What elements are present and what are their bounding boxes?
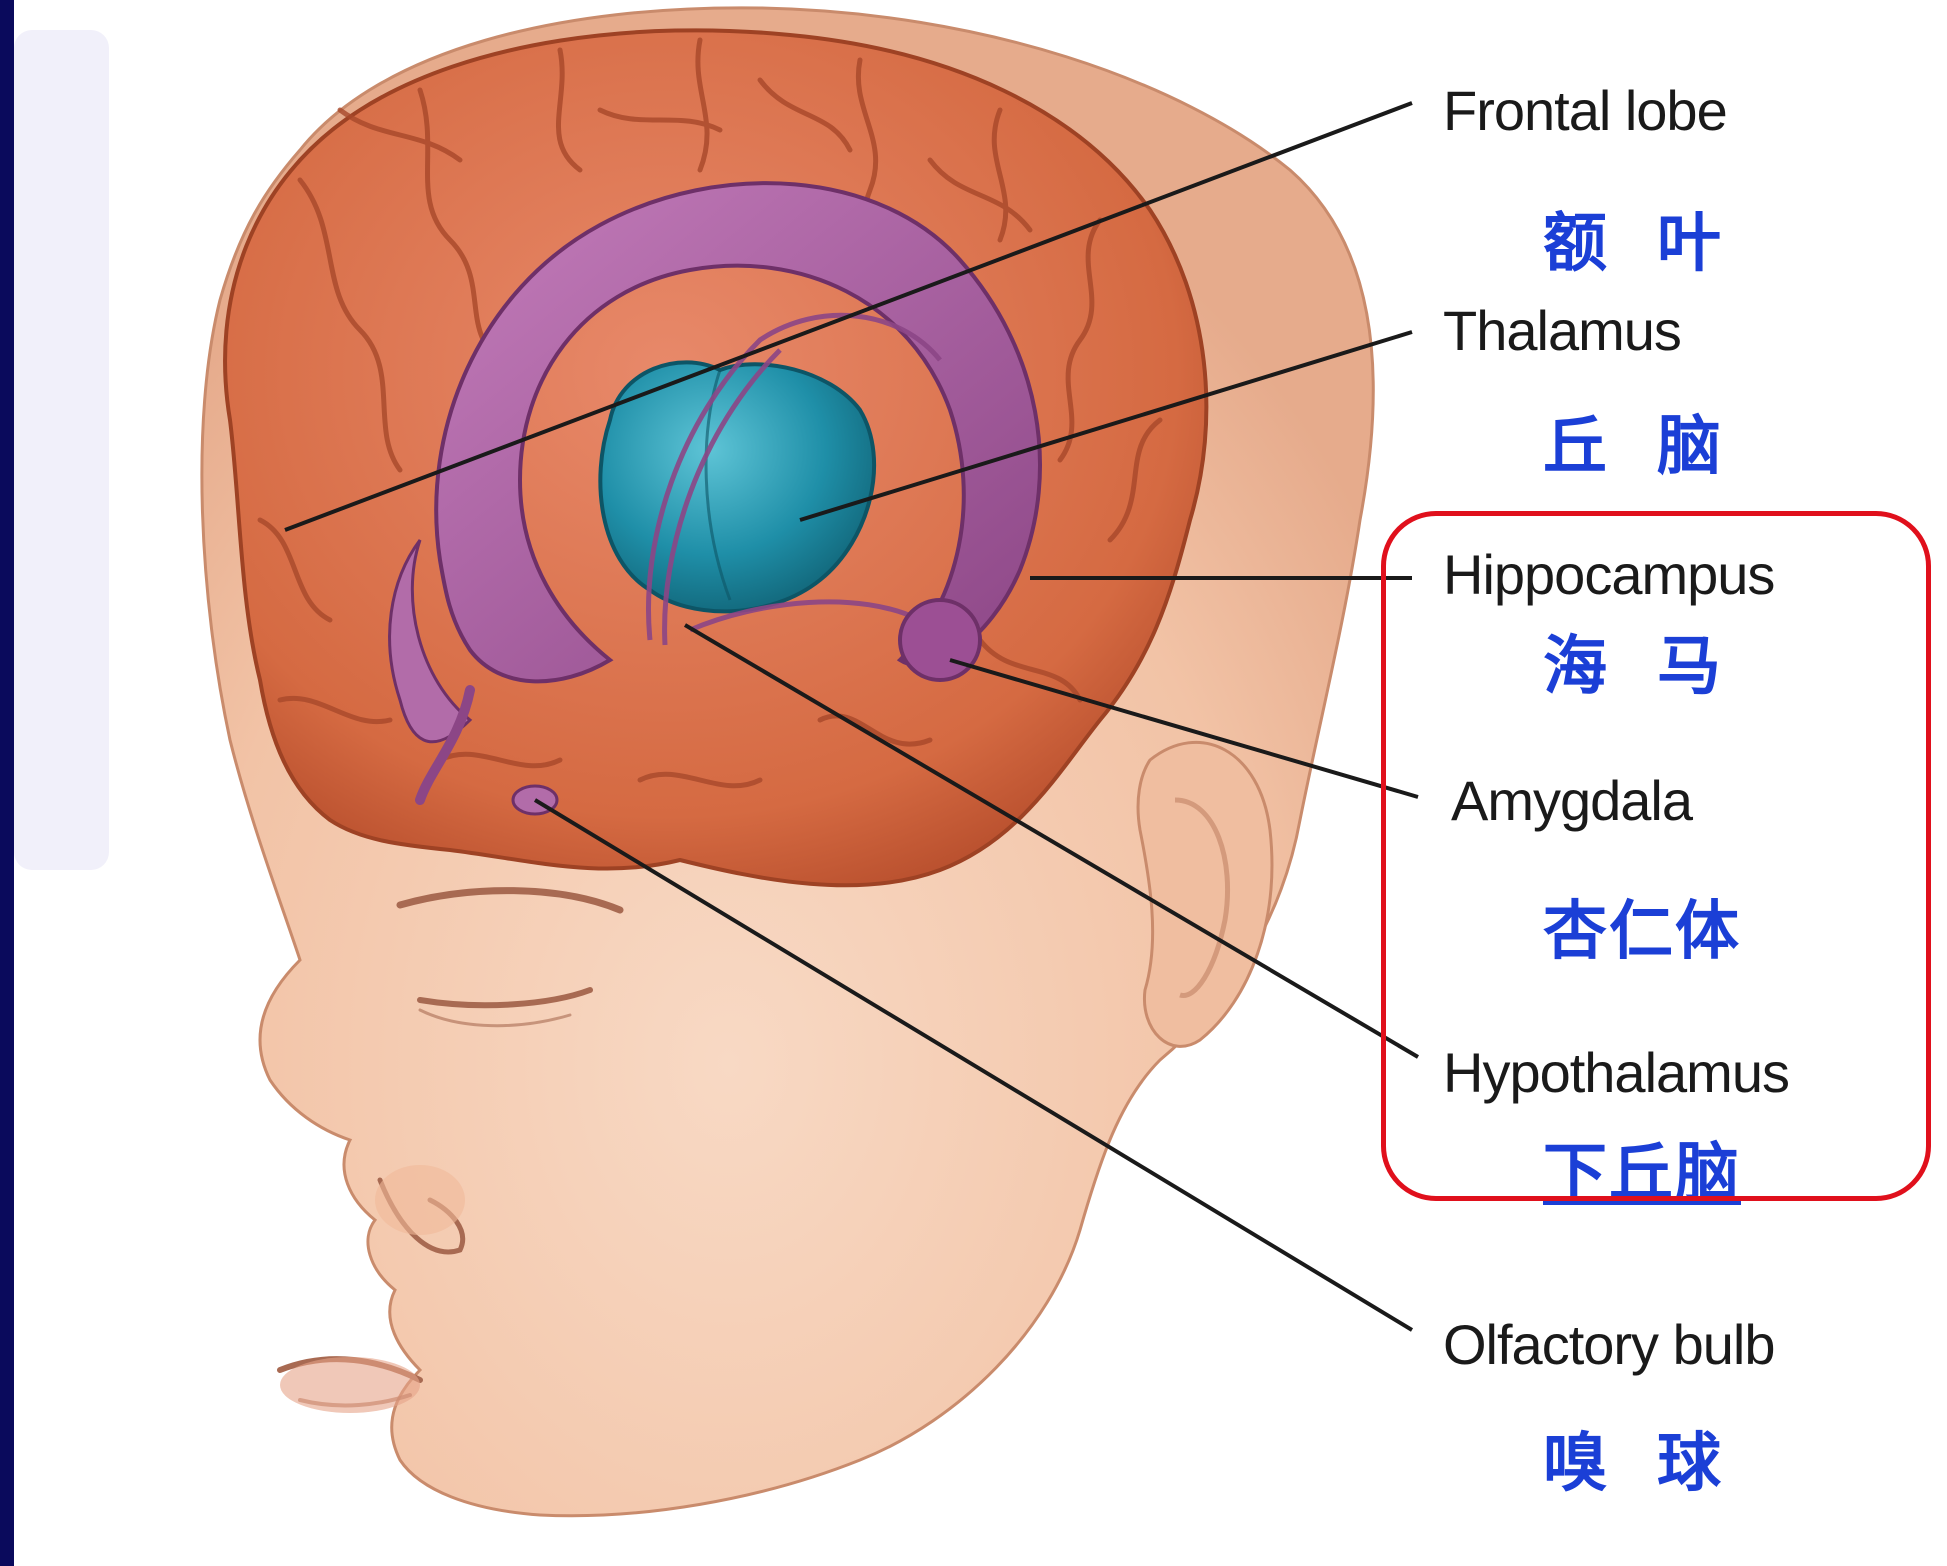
- label-frontal-lobe-en: Frontal lobe: [1443, 78, 1727, 143]
- lips: [280, 1357, 420, 1413]
- highlight-box: [1381, 511, 1931, 1201]
- label-olfactory-bulb-en: Olfactory bulb: [1443, 1312, 1775, 1377]
- slide-background-tint: [14, 30, 109, 870]
- amygdala-shape: [900, 600, 980, 680]
- label-frontal-lobe-zh: 额叶: [1543, 192, 1771, 284]
- label-thalamus-en: Thalamus: [1443, 298, 1681, 363]
- nose-tip: [375, 1165, 465, 1235]
- ear: [1138, 742, 1272, 1046]
- label-thalamus-zh: 丘脑: [1543, 395, 1771, 487]
- slide-left-bar: [0, 0, 14, 1566]
- label-olfactory-bulb-zh: 嗅球: [1543, 1412, 1771, 1504]
